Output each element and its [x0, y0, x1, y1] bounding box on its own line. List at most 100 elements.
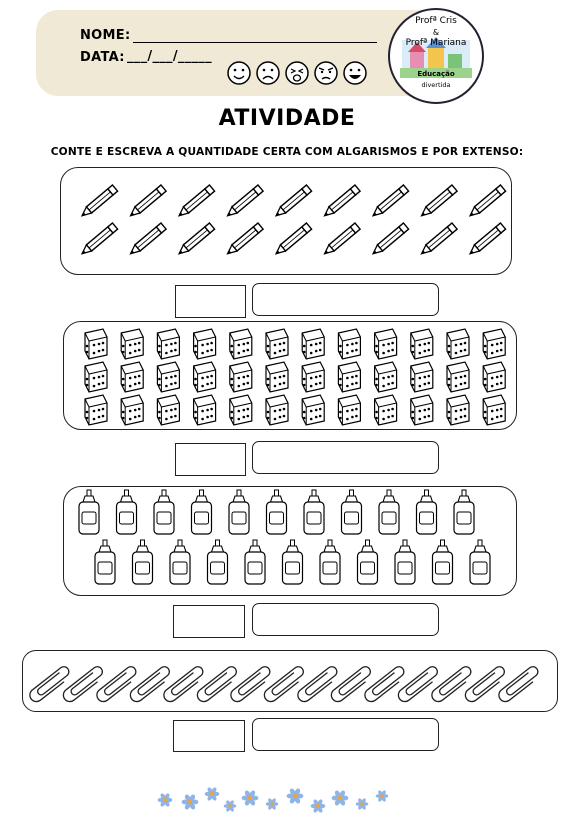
pencil-number-answer[interactable]	[175, 285, 246, 318]
paper-clip-icon	[431, 666, 472, 703]
logo-line1: Profª Cris	[415, 16, 457, 26]
dice-icon	[192, 361, 217, 393]
pencil-icon	[420, 222, 459, 255]
instruction-text: CONTE E ESCREVA A QUANTIDADE CERTA COM A…	[50, 146, 524, 158]
paper-clip-icon	[464, 666, 505, 703]
glue-bottle-icon	[265, 489, 288, 535]
clip-number-answer[interactable]	[173, 720, 245, 752]
logo-line5: divertida	[421, 81, 451, 89]
angry-face-icon	[314, 61, 338, 85]
dice-icon	[410, 394, 434, 426]
pencil-icon	[80, 222, 119, 255]
pencil-icon	[468, 184, 507, 217]
paper-clip-icon	[397, 666, 438, 703]
flower-icon	[331, 790, 349, 806]
glue-bottle-icon	[131, 539, 154, 585]
flower-icon	[375, 790, 389, 802]
dice-icon	[482, 394, 506, 426]
dice-icon	[337, 394, 361, 426]
paper-clip-icon	[263, 666, 304, 703]
dice-icon	[156, 328, 181, 360]
flower-icon	[157, 793, 173, 807]
dice-icon	[301, 361, 325, 393]
glue-bottle-icon	[228, 489, 250, 535]
pencil-icon	[371, 184, 410, 217]
dice-icon	[374, 361, 398, 393]
pencil-icon	[274, 222, 313, 255]
dice-icon	[265, 328, 289, 360]
pencil-icon	[274, 184, 313, 217]
pencil-icon	[129, 184, 168, 217]
glue-bottle-icon	[356, 539, 379, 585]
clip-group	[22, 650, 556, 710]
paper-clip-icon	[29, 666, 70, 703]
dice-icon	[410, 361, 434, 393]
dice-icon	[120, 394, 144, 426]
emoji-row	[227, 61, 367, 85]
dice-icon	[120, 361, 144, 393]
dice-icon	[301, 394, 325, 426]
glue-number-answer[interactable]	[173, 605, 245, 638]
pencil-icon	[80, 184, 119, 217]
glue-bottle-icon	[94, 539, 116, 585]
glue-bottle-icon	[190, 489, 213, 535]
dice-number-answer[interactable]	[175, 443, 246, 476]
dice-icon	[301, 328, 325, 360]
glue-bottle-icon	[169, 539, 191, 585]
glue-bottle-icon	[206, 539, 229, 585]
dice-icon	[482, 328, 506, 360]
paper-clip-icon	[330, 666, 371, 703]
dice-icon	[192, 394, 217, 426]
glue-bottle-icon	[244, 539, 266, 585]
dice-icon	[265, 361, 289, 393]
pencil-icon	[371, 222, 410, 255]
glue-bottle-icon	[115, 489, 138, 535]
glue-words-answer[interactable]	[252, 603, 439, 636]
flower-icon	[181, 794, 199, 810]
dice-icon	[337, 328, 361, 360]
happy-face-icon	[343, 61, 367, 85]
clip-words-answer[interactable]	[252, 718, 439, 751]
dice-icon	[374, 394, 398, 426]
pencil-icon	[129, 222, 168, 255]
flower-icon	[265, 798, 279, 810]
paper-clip-icon	[230, 666, 271, 703]
logo-art	[400, 37, 472, 78]
flower-icon	[204, 787, 220, 801]
paper-clip-icon	[163, 666, 204, 703]
glue-group	[63, 486, 515, 594]
glue-bottle-icon	[340, 489, 363, 535]
glue-bottle-icon	[453, 489, 475, 535]
dice-words-answer[interactable]	[252, 441, 439, 474]
flower-icon	[355, 798, 369, 810]
pencil-icon	[177, 184, 216, 217]
pencil-words-answer[interactable]	[252, 283, 439, 316]
glue-bottle-icon	[394, 539, 416, 585]
paper-clip-icon	[196, 666, 237, 703]
dice-icon	[84, 394, 108, 426]
pencil-icon	[420, 184, 459, 217]
dice-icon	[229, 328, 253, 360]
pencil-icon	[468, 222, 507, 255]
logo-line4: Educação	[417, 70, 455, 78]
glue-bottle-icon	[469, 539, 491, 585]
dice-icon	[446, 394, 470, 426]
dice-icon	[374, 328, 398, 360]
glue-bottle-icon	[281, 539, 304, 585]
flower-icon	[310, 799, 326, 813]
paper-clip-icon	[62, 666, 103, 703]
pencil-icon	[226, 222, 265, 255]
pencil-icon	[323, 222, 362, 255]
flower-decoration	[150, 780, 400, 820]
glue-bottle-icon	[319, 539, 341, 585]
pencil-icon	[177, 222, 216, 255]
name-label: NOME:	[80, 28, 131, 43]
name-line	[133, 42, 377, 43]
dice-icon	[446, 361, 470, 393]
dice-icon	[156, 361, 181, 393]
glue-bottle-icon	[415, 489, 438, 535]
dice-icon	[120, 328, 144, 360]
flower-icon	[223, 800, 237, 812]
pencil-count-box	[60, 167, 512, 275]
dice-icon	[229, 394, 253, 426]
